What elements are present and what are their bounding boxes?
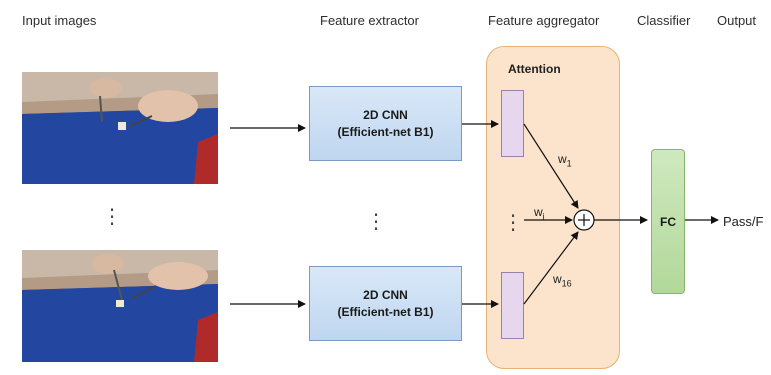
feature-extractor-header: Feature extractor <box>320 13 419 28</box>
fc-label: FC <box>660 214 676 229</box>
attention-title: Attention <box>508 62 561 76</box>
input-images-header: Input images <box>22 13 97 28</box>
weight-mid-subscript: i <box>542 211 545 222</box>
input-image-first <box>22 72 218 184</box>
input-image-last <box>22 250 218 362</box>
output-label: Pass/F <box>723 214 764 229</box>
weight-label-last: w16 <box>553 272 572 288</box>
output-header: Output <box>717 13 757 28</box>
fc-classifier-block: FC <box>651 149 685 294</box>
cnn-ellipsis: ··· <box>372 203 380 241</box>
arrow-feature1-to-sum <box>523 123 579 209</box>
weight-label-mid: wi <box>534 205 545 221</box>
weight-last-letter: w <box>553 272 562 286</box>
cnn-block-last-title: 2D CNN <box>363 287 408 302</box>
arrow-feature2-to-sum <box>523 231 579 305</box>
weight-last-subscript: 16 <box>561 278 572 289</box>
feature-aggregator-header: Feature aggregator <box>488 13 600 28</box>
classifier-header: Classifier <box>637 13 691 28</box>
feature-vector-first <box>501 90 524 157</box>
weight-first-letter: w <box>558 152 567 166</box>
cnn-block-last-subtitle: (Efficient-net B1) <box>337 304 434 319</box>
feature-vector-last <box>501 272 524 339</box>
cnn-block-first-subtitle: (Efficient-net B1) <box>337 124 434 139</box>
weight-mid-letter: w <box>534 205 543 219</box>
cnn-block-last: 2D CNN (Efficient-net B1) <box>309 266 462 341</box>
input-ellipsis: ··· <box>108 198 116 236</box>
weight-first-subscript: 1 <box>566 158 572 169</box>
weight-label-first: w1 <box>558 152 572 168</box>
cnn-block-first-title: 2D CNN <box>363 107 408 122</box>
feature-ellipsis: ··· <box>509 204 517 242</box>
cnn-block-first: 2D CNN (Efficient-net B1) <box>309 86 462 161</box>
